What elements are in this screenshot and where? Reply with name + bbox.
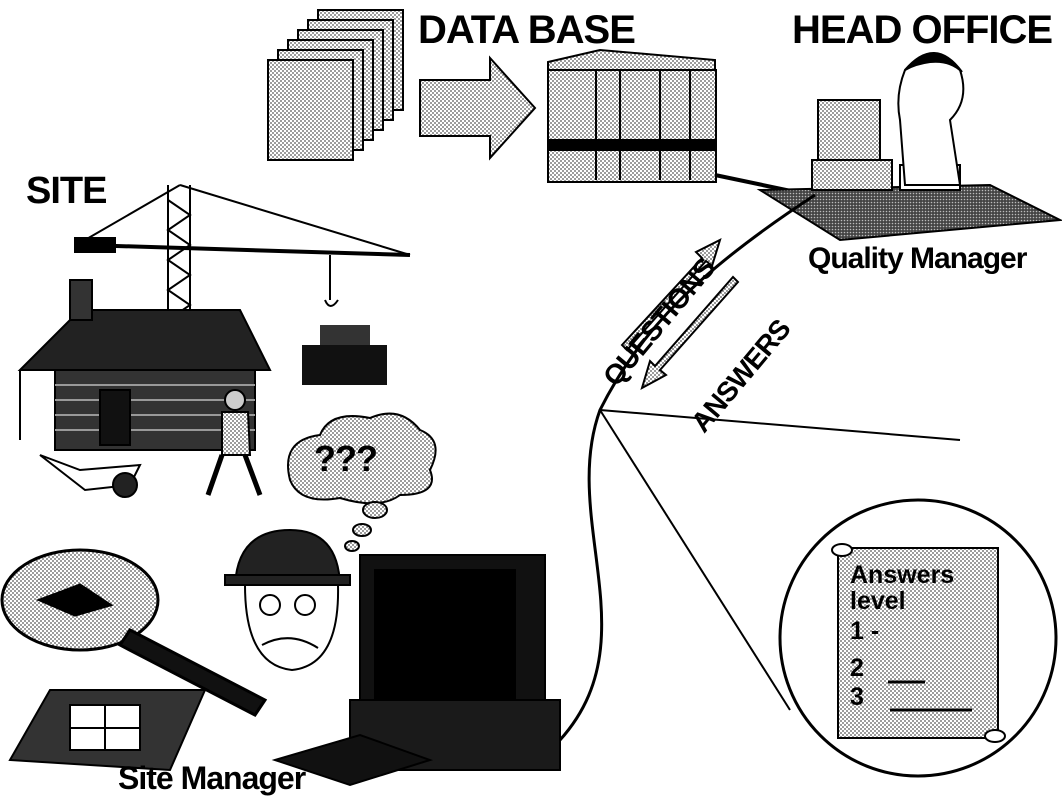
site-label: SITE bbox=[26, 170, 107, 212]
scroll-title-line1: Answers bbox=[850, 561, 955, 589]
database-server-icon bbox=[547, 48, 717, 183]
answers-arrow-icon bbox=[640, 275, 740, 391]
thought-cloud-icon bbox=[287, 412, 437, 552]
thought-text: ??? bbox=[314, 438, 378, 479]
site-plan-icon bbox=[8, 689, 207, 772]
site-computer-icon bbox=[271, 554, 561, 787]
scroll-item-2: 2 bbox=[850, 654, 864, 682]
site-worker-icon bbox=[205, 389, 263, 496]
building-materials-icon bbox=[302, 325, 387, 385]
quality-manager-label: Quality Manager bbox=[808, 242, 1027, 275]
site-manager-face-icon bbox=[224, 528, 351, 672]
head-office-workstation-icon bbox=[756, 52, 1062, 242]
scroll-item-3: 3 bbox=[850, 683, 864, 711]
head-office-label: HEAD OFFICE bbox=[792, 8, 1053, 52]
site-manager-label: Site Manager bbox=[118, 760, 306, 796]
database-label: DATA BASE bbox=[418, 8, 636, 52]
flow-arrow-icon bbox=[419, 55, 537, 161]
log-cabin-icon bbox=[17, 279, 272, 451]
magnifying-glass-icon bbox=[0, 548, 268, 717]
questions-arrow-icon bbox=[620, 238, 722, 352]
document-stack-icon bbox=[267, 9, 404, 161]
answers-scroll-icon bbox=[831, 543, 1006, 743]
wheelbarrow-icon bbox=[39, 454, 142, 498]
crane-icon bbox=[74, 184, 411, 345]
scroll-item-1: 1 - bbox=[850, 617, 880, 645]
scroll-title-line2: level bbox=[850, 587, 906, 615]
